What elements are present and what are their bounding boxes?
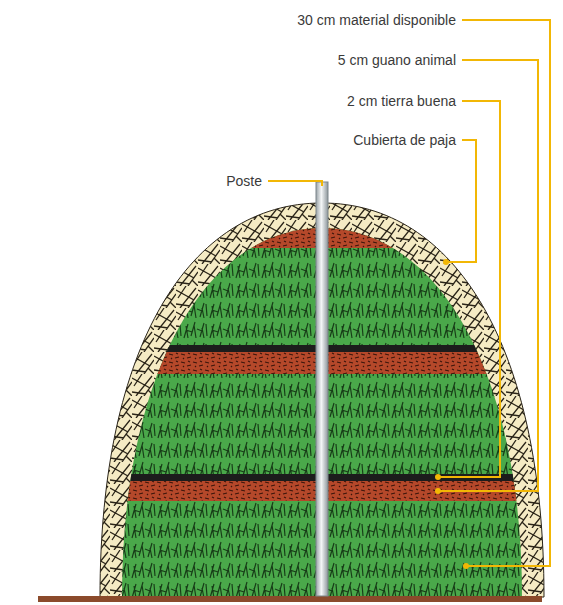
part-label: 30 cm material disponible xyxy=(297,11,456,29)
pole xyxy=(316,182,328,596)
part-label: 2 cm tierra buena xyxy=(347,92,456,110)
pole-label: Poste xyxy=(226,172,262,190)
part-label: Cubierta de paja xyxy=(353,131,456,149)
ground-line xyxy=(38,596,542,602)
leader-dots xyxy=(435,259,469,569)
part-label: 5 cm guano animal xyxy=(338,51,456,69)
leader-lines xyxy=(268,20,550,566)
